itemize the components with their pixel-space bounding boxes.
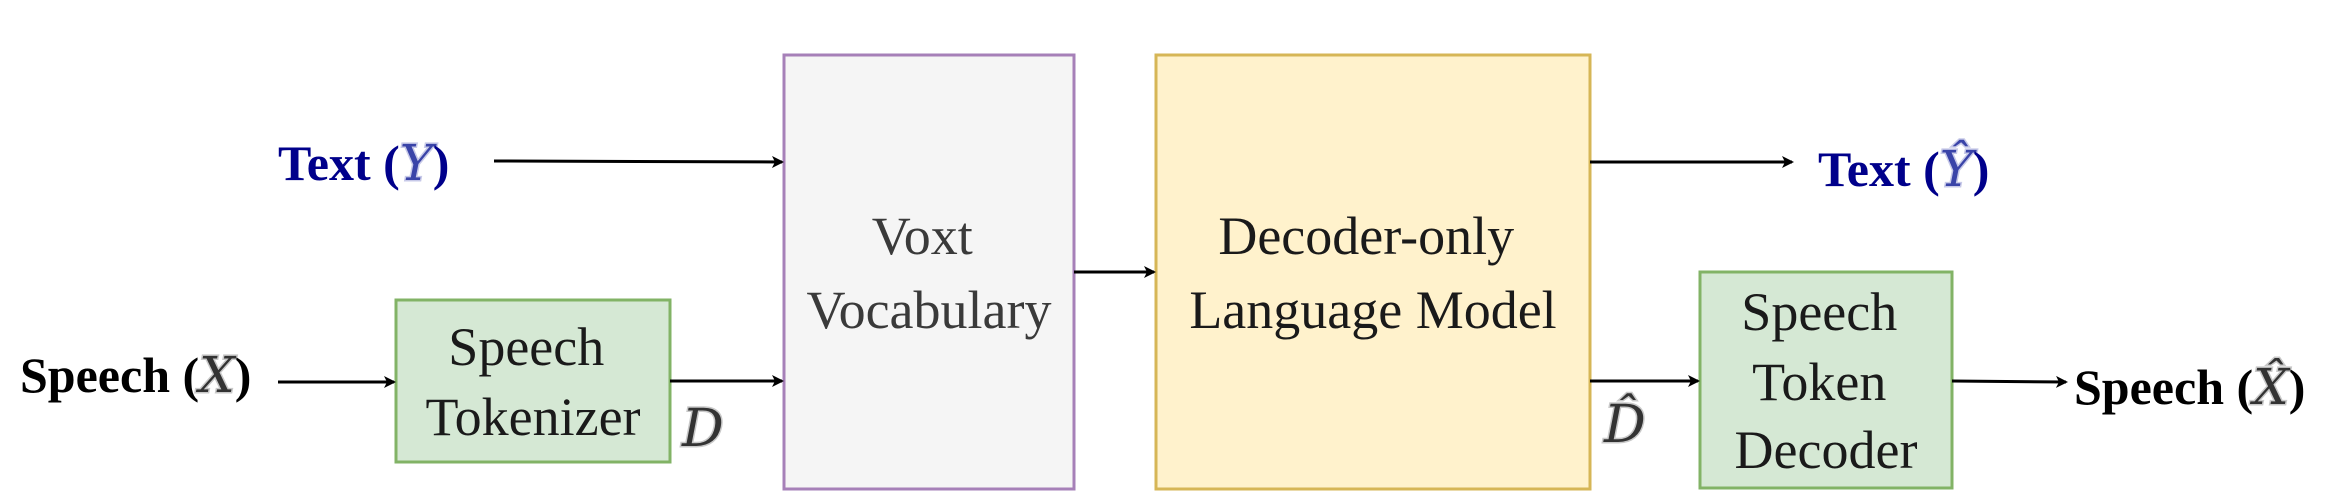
language-model-box xyxy=(1154,53,1592,491)
predicted-token-label: D̂ xyxy=(1603,394,1646,455)
token-sequence-label: D xyxy=(681,399,724,459)
text-input-arrow xyxy=(493,155,784,168)
text-input-label: Text (Y) xyxy=(278,134,449,192)
speech-tokenizer-label: Speech Tokenizer xyxy=(425,317,640,447)
language-model-label: Decoder-only Language Model xyxy=(1189,206,1556,340)
speech-tokenizer-box xyxy=(394,298,672,464)
speech-output-label: Speech (X̂) xyxy=(2074,357,2305,416)
decoder-to-speech-output-arrow xyxy=(1951,375,2068,388)
voxt-vocabulary-label: Voxt Vocabulary xyxy=(807,206,1052,340)
speech-token-decoder-label: Speech Token Decoder xyxy=(1735,282,1918,480)
text-output-label: Text (Ŷ) xyxy=(1818,139,1989,198)
speech-input-label: Speech (X) xyxy=(20,346,251,404)
speech-token-decoder-box xyxy=(1698,270,1954,490)
voxt-vocabulary-box xyxy=(782,53,1076,491)
